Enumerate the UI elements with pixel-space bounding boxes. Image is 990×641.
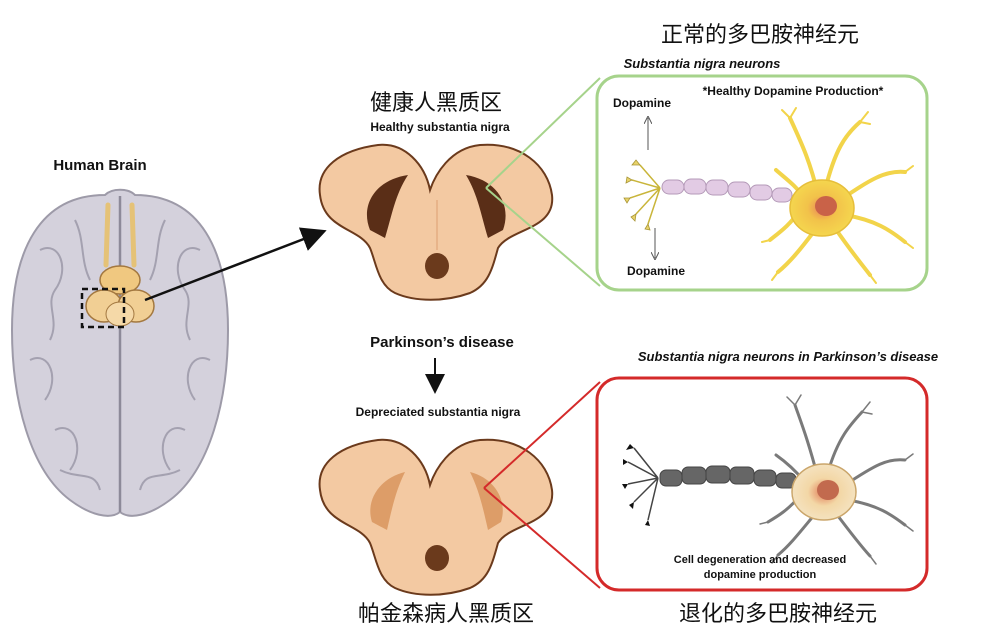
disease-callout-line-top <box>483 381 601 489</box>
brain-to-nigra-arrow <box>144 227 327 302</box>
dopamine-label-bottom: Dopamine <box>627 264 685 278</box>
dopamine-label-top: Dopamine <box>613 96 671 110</box>
degeneration-caption-line1: Cell degeneration and decreased <box>674 554 846 566</box>
healthy-callout-line-top <box>485 77 601 189</box>
depreciated-nigra-title-en: Depreciated substantia nigra <box>356 405 521 419</box>
human-brain-illustration <box>10 188 230 517</box>
healthy-nigra-title-en: Healthy substantia nigra <box>370 120 510 134</box>
healthy-nigra-title-cn: 健康人黑质区 <box>370 91 502 116</box>
normal-neuron-title-cn: 正常的多巴胺神经元 <box>661 23 859 48</box>
degeneration-caption-line2: dopamine production <box>704 569 817 581</box>
normal-neuron-subtitle: Substantia nigra neurons <box>624 56 781 71</box>
healthy-nigra-section <box>318 143 554 301</box>
healthy-callout-line-bottom <box>485 187 601 287</box>
healthy-neuron <box>623 107 914 284</box>
parkinsons-label: Parkinson’s disease <box>370 334 514 351</box>
degenerated-neuron-subtitle: Substantia nigra neurons in Parkinson’s … <box>638 349 938 364</box>
degenerated-neuron <box>622 394 914 565</box>
focus-box <box>80 287 126 329</box>
healthy-production-label: *Healthy Dopamine Production* <box>703 84 884 98</box>
brain-label: Human Brain <box>53 157 146 174</box>
degenerated-neuron-title-cn: 退化的多巴胺神经元 <box>679 602 877 627</box>
healthy-neuron-panel <box>595 74 929 292</box>
disease-callout-line-bottom <box>483 487 601 589</box>
parkinsons-nigra-title-cn: 帕金森病人黑质区 <box>358 602 534 627</box>
